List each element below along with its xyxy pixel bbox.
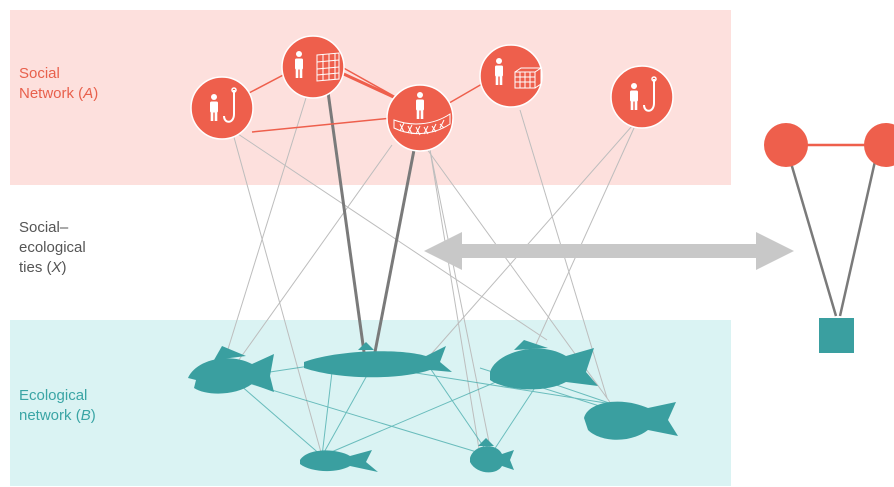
tie-line	[231, 129, 323, 457]
ecological-network-label: Ecological network (B)	[19, 386, 96, 426]
gillnet-icon	[316, 52, 340, 82]
label-line: ties (X)	[19, 259, 67, 276]
strong-tie-line	[373, 149, 416, 353]
tie-line	[429, 149, 481, 456]
label-line: Social–	[19, 219, 69, 236]
fish-wrasse-icon	[300, 450, 378, 472]
tie-line	[223, 84, 311, 363]
tie-line	[425, 125, 633, 361]
fish-grouper-icon	[490, 340, 598, 390]
fish-barracuda-icon	[304, 342, 452, 378]
social-ecological-ties-label: Social– ecological ties (X)	[19, 218, 86, 278]
tie-line	[235, 144, 393, 365]
strong-ties	[326, 91, 416, 353]
social-network-label: Social Network (A)	[19, 64, 98, 104]
fish-parrotfish-icon	[584, 401, 678, 440]
motif-social-node	[864, 123, 894, 167]
fish-damselfish-icon	[470, 438, 514, 473]
fish-snapper-icon	[188, 346, 274, 394]
label-line: Network (A)	[19, 85, 99, 102]
label-line: Ecological	[19, 387, 88, 404]
motif-diagram	[764, 123, 894, 353]
tie-line	[429, 149, 492, 453]
social-node-seine-fisher	[386, 84, 454, 152]
social-node-hook-fisher-1	[190, 76, 254, 140]
tie-line	[231, 129, 548, 341]
social-node-hook-fisher-2	[610, 65, 674, 129]
double-arrow-icon	[424, 232, 794, 270]
motif-ecological-node	[819, 318, 854, 353]
seine-net-icon	[393, 113, 451, 136]
label-line: ecological	[19, 239, 86, 256]
strong-tie-line	[326, 91, 366, 353]
label-line: network (B)	[19, 407, 96, 424]
fish-trap-icon	[514, 67, 543, 89]
motif-social-node	[764, 123, 808, 167]
social-node-gillnet-fisher	[281, 35, 345, 99]
label-line: Social	[19, 65, 60, 82]
social-link-strong	[334, 68, 401, 102]
social-node-trap-fisher	[479, 44, 543, 108]
